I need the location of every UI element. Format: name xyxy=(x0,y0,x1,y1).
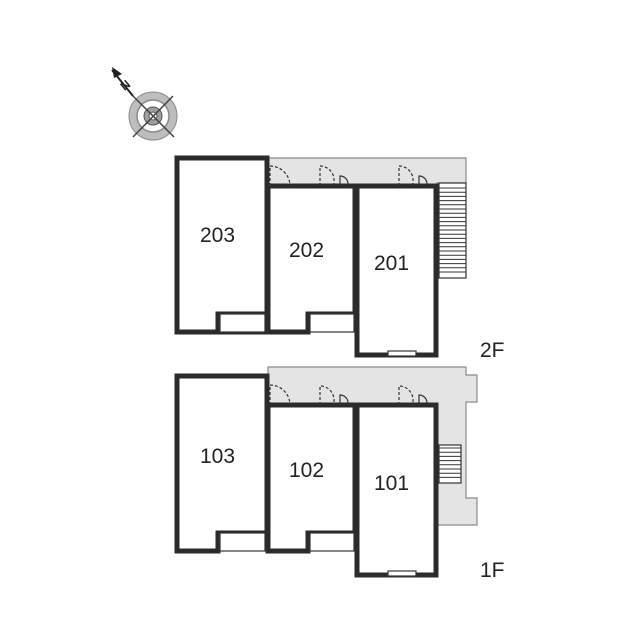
window-201 xyxy=(387,350,417,357)
door-202 xyxy=(319,165,349,186)
floor-2f: 203 202 201 2F xyxy=(174,155,505,362)
balcony-103 xyxy=(219,532,266,552)
room-label-202: 202 xyxy=(289,239,324,262)
door-201 xyxy=(398,165,428,186)
room-101-outline xyxy=(354,402,439,578)
room-label-102: 102 xyxy=(289,459,324,482)
room-label-103: 103 xyxy=(200,445,235,468)
door-102 xyxy=(319,385,349,405)
room-201-outline xyxy=(354,183,439,358)
door-103 xyxy=(269,384,291,406)
floor-label-1f: 1F xyxy=(480,559,505,582)
window-101 xyxy=(387,570,417,577)
balcony-202 xyxy=(309,313,355,333)
room-label-203: 203 xyxy=(200,224,235,247)
floor-1f: 103 102 101 1F xyxy=(174,366,505,582)
compass-north-label: N xyxy=(118,77,134,93)
corridor-2f xyxy=(267,157,467,187)
floor-label-2f: 2F xyxy=(480,339,505,362)
balcony-203 xyxy=(219,313,266,333)
door-203 xyxy=(269,165,291,187)
balcony-102 xyxy=(309,532,355,552)
room-label-101: 101 xyxy=(374,472,409,495)
compass-rose-icon xyxy=(111,67,178,141)
stairs-2f xyxy=(438,182,467,279)
door-101 xyxy=(398,385,428,405)
room-label-201: 201 xyxy=(374,252,409,275)
stairs-1f xyxy=(438,444,462,484)
room-103-outline xyxy=(174,373,270,554)
